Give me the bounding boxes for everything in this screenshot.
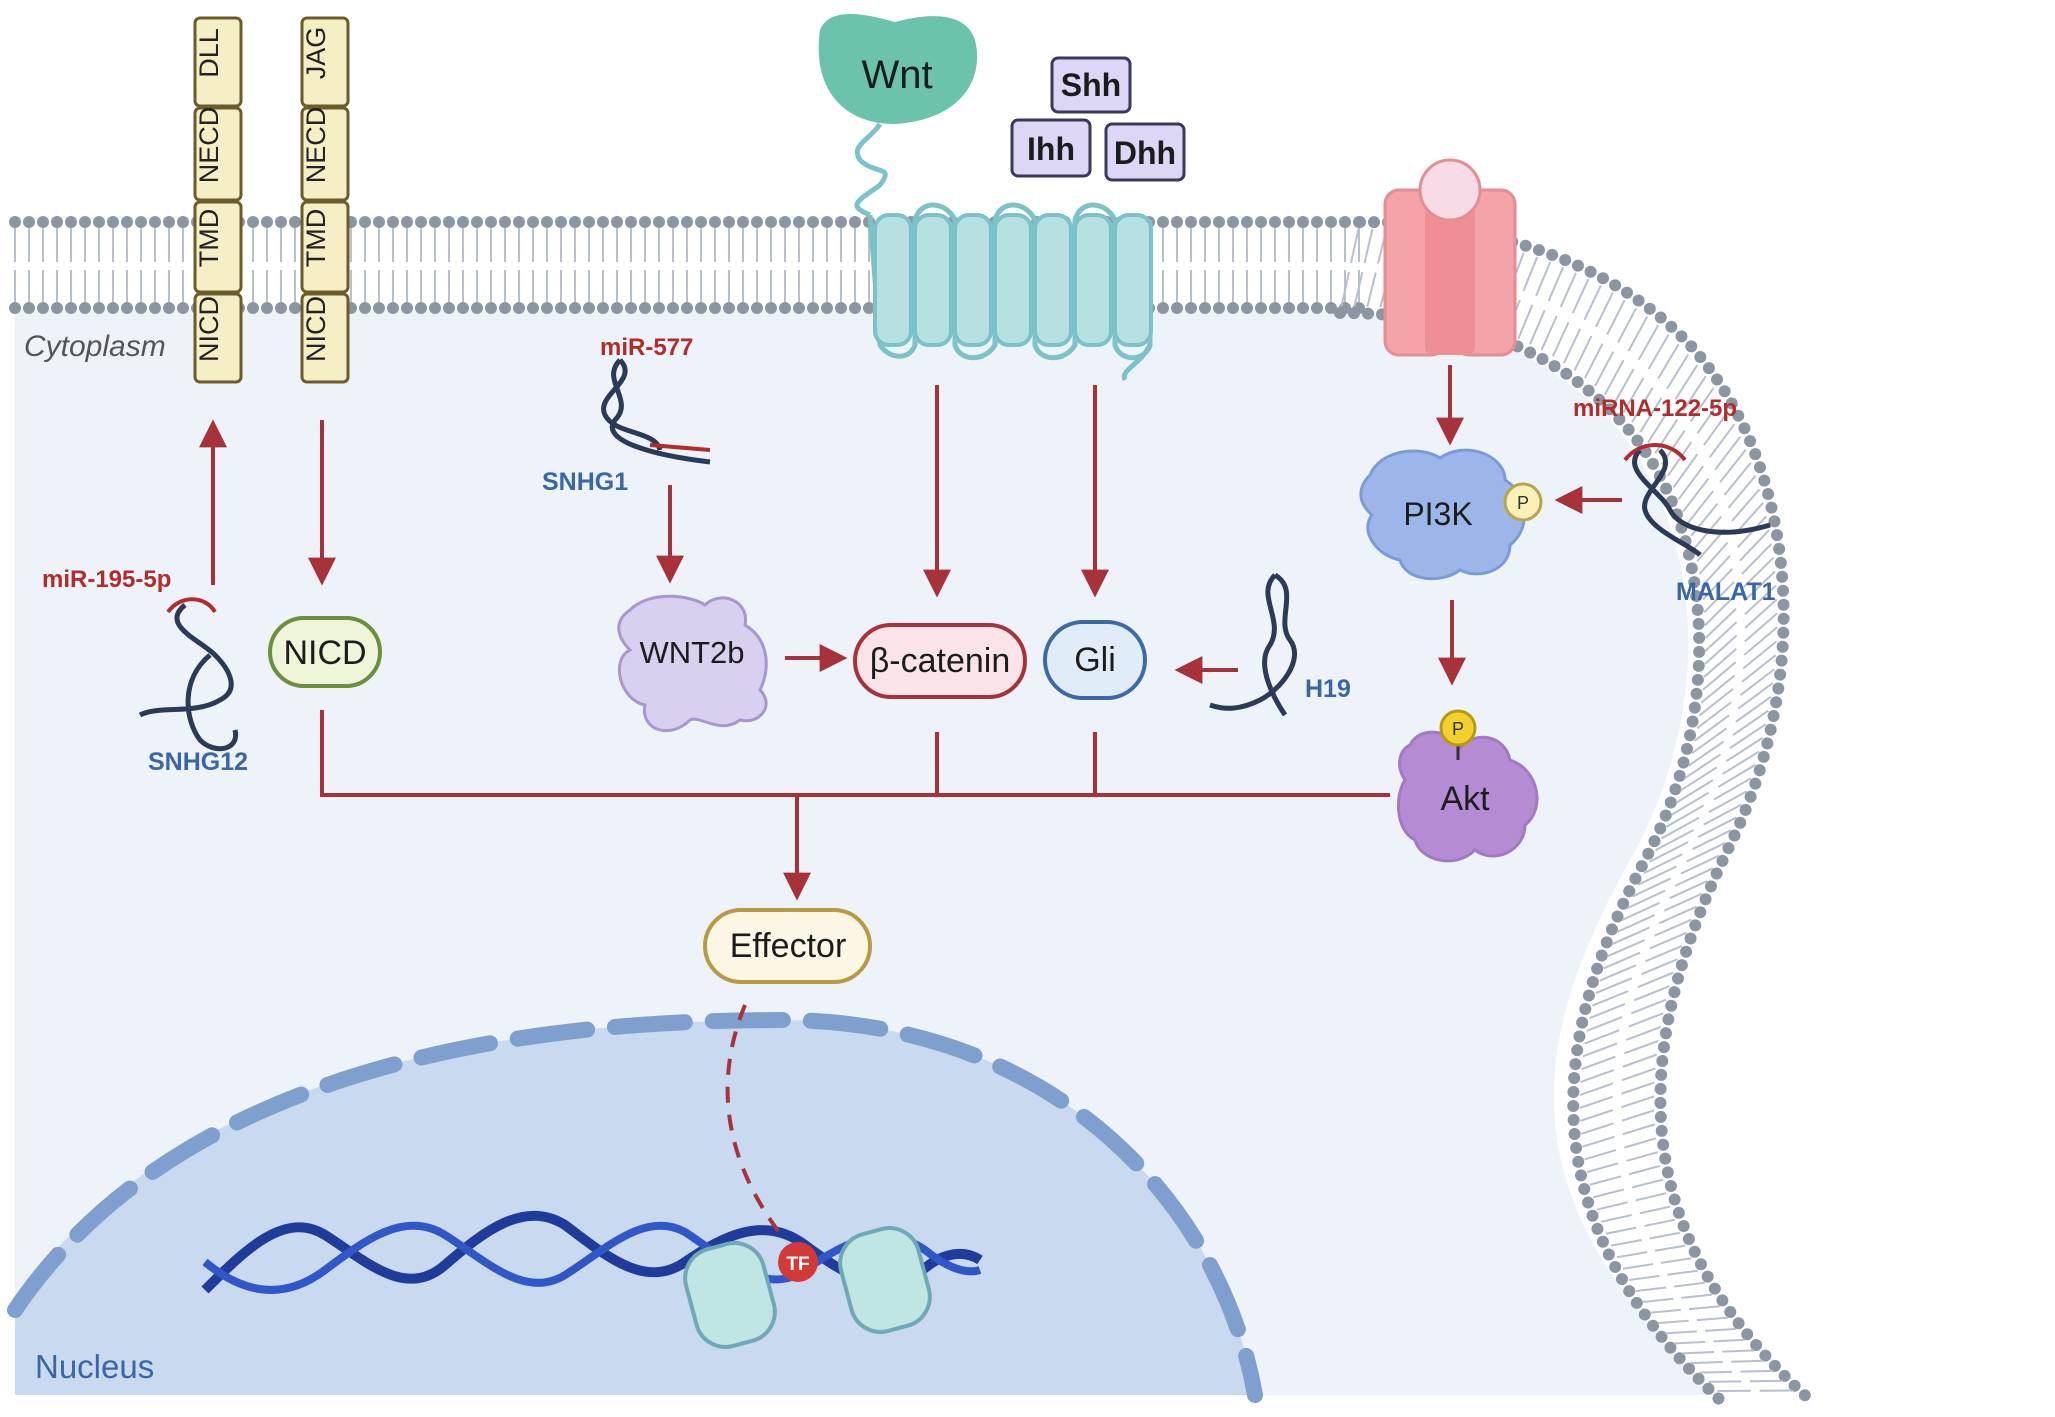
beta-catenin-node: β-catenin [855, 625, 1025, 697]
wnt-label: Wnt [861, 53, 932, 97]
notch-segment-label: NECD [194, 107, 224, 184]
nucleus-label: Nucleus [35, 1348, 154, 1385]
notch-segment-label: TMD [301, 209, 331, 267]
notch-segment-label: JAG [301, 27, 331, 80]
beta-catenin-label: β-catenin [870, 642, 1011, 680]
nicd-node: NICD [270, 618, 380, 686]
notch-segment-label: NICD [301, 296, 331, 362]
shh-ligand: Shh [1052, 58, 1130, 112]
notch-segment-label: NECD [301, 107, 331, 184]
tf-label: TF [786, 1254, 809, 1275]
malat1-label: MALAT1 [1676, 578, 1776, 606]
ihh-ligand: Ihh [1012, 120, 1090, 176]
snhg12-label: SNHG12 [148, 748, 248, 776]
wnt-ligand: Wnt [819, 14, 977, 215]
notch-receptor-dll: DLL NECD TMD NICD [194, 18, 241, 382]
gli-node: Gli [1045, 622, 1145, 698]
effector-label: Effector [730, 927, 847, 965]
mir577-label: miR-577 [600, 334, 693, 361]
mir195-label: miR-195-5p [42, 566, 171, 593]
dhh-label: Dhh [1114, 135, 1176, 171]
notch-segment-label: NICD [194, 296, 224, 362]
akt-phospho-label: P [1452, 719, 1464, 739]
pi3k-label: PI3K [1403, 496, 1472, 532]
effector-node: Effector [705, 910, 870, 982]
shh-label: Shh [1061, 67, 1121, 103]
akt-label: Akt [1440, 780, 1490, 818]
notch-segment-label: DLL [194, 28, 224, 78]
wnt2b-label: WNT2b [639, 635, 744, 670]
channel-receptor [1385, 160, 1515, 355]
cytoplasm-label: Cytoplasm [24, 330, 166, 363]
nicd-label: NICD [283, 634, 366, 672]
notch-segment-label: TMD [194, 209, 224, 267]
notch-receptor-jag: JAG NECD TMD NICD [301, 18, 348, 382]
h19-label: H19 [1305, 675, 1351, 703]
tf-badge: TF [778, 1242, 818, 1282]
gli-label: Gli [1074, 641, 1116, 679]
pi3k-phospho-label: P [1517, 493, 1529, 513]
mir122-label: miRNA-122-5p [1573, 395, 1737, 422]
snhg1-label: SNHG1 [542, 468, 628, 496]
ihh-label: Ihh [1027, 131, 1075, 167]
dhh-ligand: Dhh [1106, 124, 1184, 180]
